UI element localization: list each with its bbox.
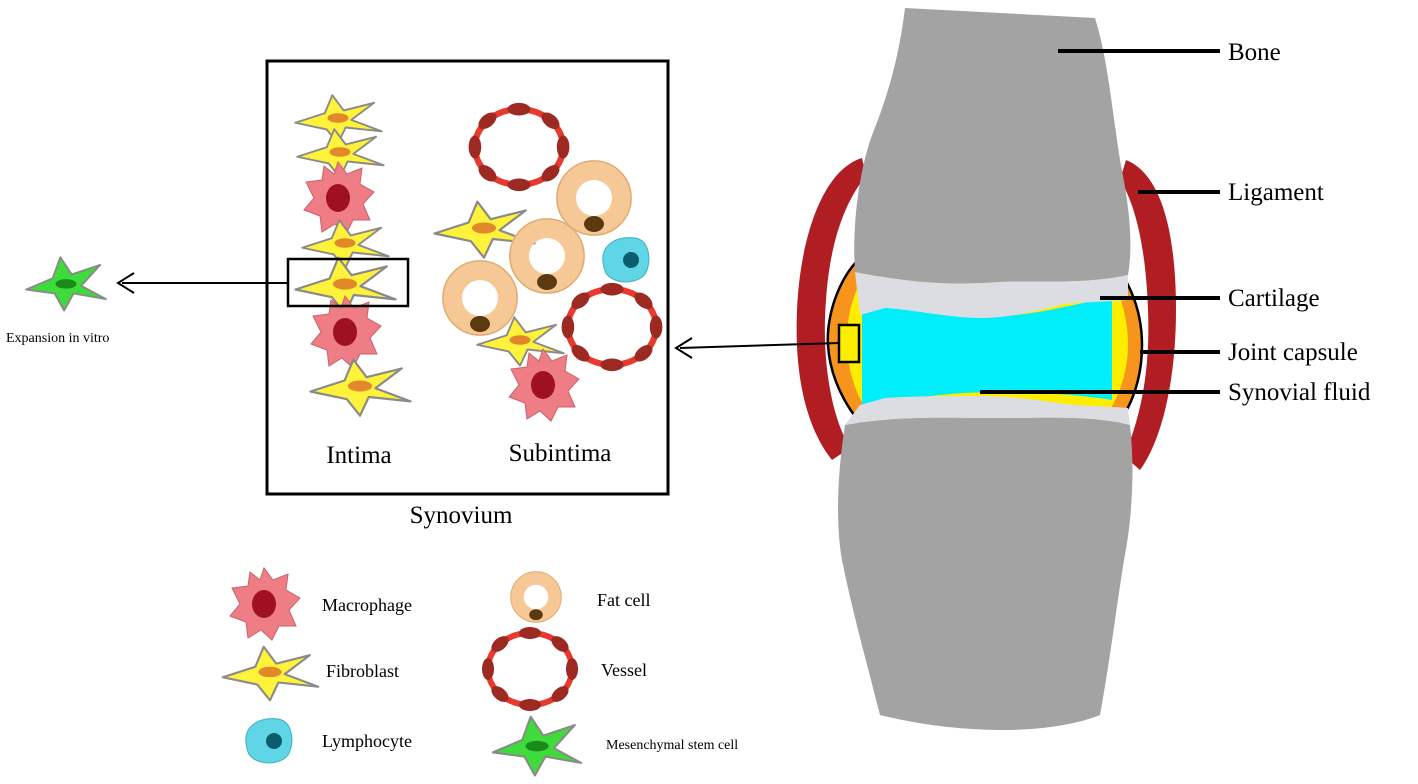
legend-macrophage-icon [229,567,301,641]
intima-label: Intima [326,442,391,469]
legend: Macrophage Fibroblast Lymphocyte Fat cel… [221,567,738,777]
arrow-to-synovium [674,337,840,359]
intima-cells [294,94,412,417]
vessel-cell [562,283,663,371]
synovium-sample-box [837,323,861,364]
joint-capsule-label: Joint capsule [1228,339,1358,366]
legend-fat-cell-label: Fat cell [597,590,650,610]
legend-msc-icon [491,715,583,777]
legend-lymphocyte-label: Lymphocyte [322,731,412,751]
joint-leader-lines [980,49,1220,394]
bone-upper [854,8,1131,284]
legend-fibroblast-icon [221,645,320,702]
synovial-fluid [862,300,1112,410]
expansion-label: Expansion in vitro [6,331,109,346]
subintima-cells [435,103,663,422]
joint [796,8,1176,730]
cartilage-label: Cartilage [1228,285,1320,312]
legend-vessel-icon [482,627,578,711]
ligament-label: Ligament [1228,179,1324,206]
ligament-left [796,158,866,460]
bone-lower [838,417,1133,730]
legend-msc-label: Mesenchymal stem cell [606,738,738,753]
legend-macrophage-label: Macrophage [322,595,412,615]
legend-fat-cell-icon [511,572,561,622]
arrow-to-expansion [116,272,288,294]
bone-label: Bone [1228,39,1281,66]
fat-cell [557,161,631,235]
fat-cell [443,261,517,335]
synovium-box [265,59,670,496]
legend-fibroblast-label: Fibroblast [326,661,399,681]
lymphocyte-cell [602,237,650,283]
synovial-fluid-label: Synovial fluid [1228,379,1371,406]
msc-cell [25,256,107,312]
cartilage-lower [845,396,1130,425]
legend-vessel-label: Vessel [601,660,647,680]
cartilage-upper [855,272,1128,318]
synovium-label: Synovium [410,502,513,529]
fibroblast-cell [309,358,412,417]
fibroblast-cell [301,219,390,270]
fat-cell [510,219,584,293]
subintima-label: Subintima [509,440,612,467]
vessel-cell [469,103,570,191]
legend-lymphocyte-icon [245,718,293,764]
